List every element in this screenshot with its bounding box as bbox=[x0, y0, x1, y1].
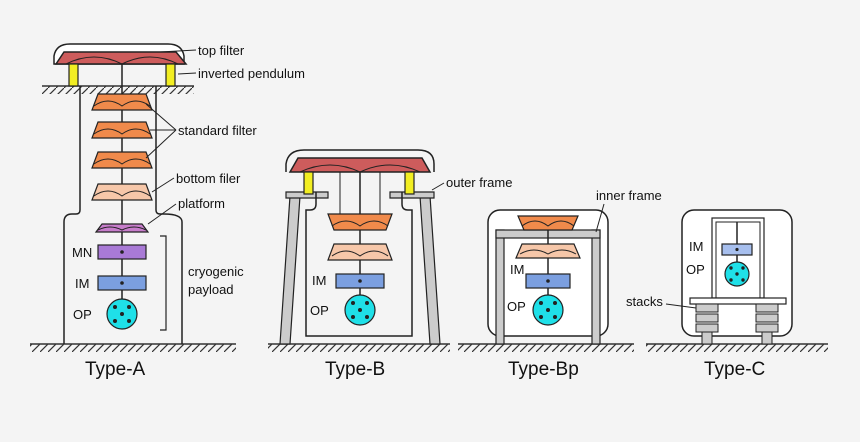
type-a-bottom-ground bbox=[30, 343, 236, 352]
type-c-label-im: IM bbox=[689, 239, 703, 254]
type-a-bottom-filter bbox=[91, 183, 153, 201]
type-a-standard-filter-3 bbox=[91, 151, 153, 169]
type-a-platform bbox=[94, 223, 150, 233]
type-a-inverted-pendulum-left bbox=[68, 63, 79, 87]
type-bp-standard-filter bbox=[517, 215, 579, 231]
type-bp-diagram: inner frame IM OP Type-Bp bbox=[458, 188, 662, 380]
type-bp-label-op: OP bbox=[507, 299, 526, 314]
type-c-op-mirror bbox=[724, 261, 750, 287]
type-b-top-filter bbox=[288, 157, 432, 173]
type-b-standard-filter bbox=[327, 213, 393, 231]
type-b-caption: Type-B bbox=[325, 359, 385, 380]
type-b-outer-frame-right bbox=[419, 195, 441, 345]
label-op: OP bbox=[73, 307, 92, 322]
type-bp-ground bbox=[458, 343, 634, 352]
type-b-vacuum-tank bbox=[285, 149, 435, 337]
type-a-top-filter bbox=[54, 51, 188, 65]
label-bottom-filter: bottom filer bbox=[176, 171, 241, 186]
label-cryogenic: cryogenic bbox=[188, 264, 244, 279]
label-inner-frame: inner frame bbox=[596, 188, 662, 203]
type-b-ground bbox=[268, 343, 450, 352]
type-a-op-mirror bbox=[106, 298, 138, 330]
label-platform: platform bbox=[178, 196, 225, 211]
type-a-payload-bracket bbox=[160, 235, 167, 331]
label-inverted-pendulum: inverted pendulum bbox=[198, 66, 305, 81]
label-standard-filter: standard filter bbox=[178, 123, 257, 138]
type-bp-inner-frame-left bbox=[495, 229, 505, 345]
type-bp-caption: Type-Bp bbox=[508, 359, 579, 380]
type-c-table-top bbox=[689, 297, 787, 305]
type-b-bottom-filter bbox=[327, 243, 393, 261]
type-b-label-op: OP bbox=[310, 303, 329, 318]
type-c-ground bbox=[646, 343, 828, 352]
type-c-caption: Type-C bbox=[704, 359, 765, 380]
type-a-inverted-pendulum-right bbox=[165, 63, 176, 87]
type-c-label-op: OP bbox=[686, 262, 705, 277]
type-b-outer-frame-left bbox=[279, 195, 301, 345]
type-c-stack-right bbox=[755, 303, 779, 345]
type-b-diagram: outer frame IM OP Type-B bbox=[268, 149, 512, 380]
type-b-label-im: IM bbox=[312, 273, 326, 288]
type-bp-bottom-filter bbox=[515, 243, 581, 259]
label-payload: payload bbox=[188, 282, 234, 297]
type-b-inverted-pendulum-left bbox=[303, 171, 314, 195]
type-c-stack-left bbox=[695, 303, 719, 345]
type-a-top-ground bbox=[42, 85, 194, 94]
label-mn: MN bbox=[72, 245, 92, 260]
type-a-caption: Type-A bbox=[85, 359, 146, 380]
type-b-inverted-pendulum-right bbox=[404, 171, 415, 195]
type-bp-label-im: IM bbox=[510, 262, 524, 277]
type-a-diagram: top filter inverted pendulum standard fi… bbox=[30, 43, 305, 380]
type-a-standard-filter-2 bbox=[91, 121, 153, 139]
label-outer-frame: outer frame bbox=[446, 175, 512, 190]
type-a-standard-filter-1 bbox=[91, 93, 153, 111]
type-b-op-mirror bbox=[344, 294, 376, 326]
label-top-filter: top filter bbox=[198, 43, 245, 58]
label-im: IM bbox=[75, 276, 89, 291]
type-c-diagram: stacks IM OP Type-C bbox=[626, 209, 828, 380]
type-bp-inner-frame-right bbox=[591, 229, 601, 345]
label-stacks: stacks bbox=[626, 294, 663, 309]
type-bp-op-mirror bbox=[532, 294, 564, 326]
